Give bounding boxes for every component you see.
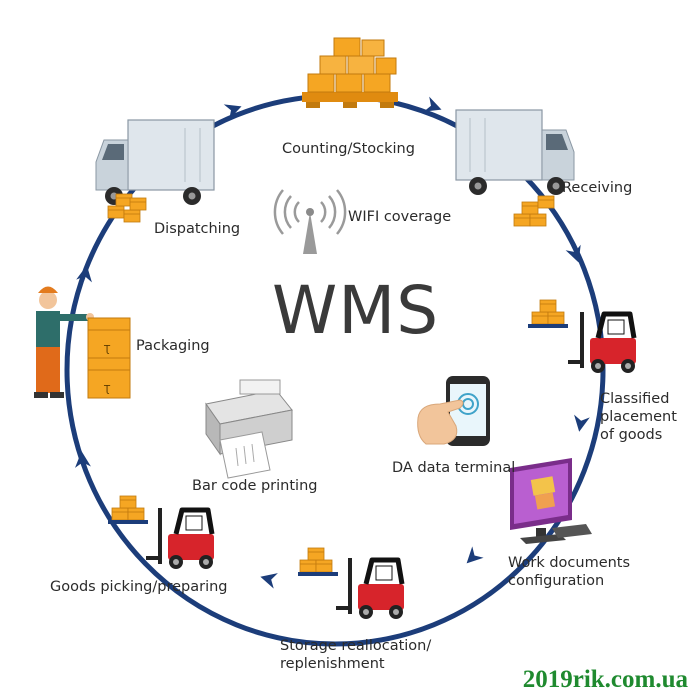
boxes-pallet-icon [302,37,398,108]
boxes-icon [528,299,568,328]
watermark: 2019rik.com.ua [522,666,688,693]
svg-text:Ʈ: Ʈ [103,384,111,395]
boxes-icon [108,495,148,524]
arrow-icon [460,546,484,570]
arrow-icon [258,569,278,589]
diagram-title: WMS [272,272,440,349]
label-work-documents: Work documents configuration [508,555,631,589]
boxes-icon [513,195,555,227]
receiving-truck-icon [455,109,575,195]
forklift-icon [568,312,636,373]
dispatching-truck-icon [95,119,215,205]
printer-icon [205,379,293,479]
arrow-icon [571,414,590,434]
forklift-icon [336,558,404,619]
boxes-icon [298,547,338,576]
svg-text:Ʈ: Ʈ [103,344,111,355]
label-dispatching: Dispatching [154,221,241,237]
label-wifi-coverage: WIFI coverage [348,209,452,225]
label-bar-code-printing: Bar code printing [192,478,318,494]
label-data-terminal: DA data terminal [392,460,516,476]
forklift-icon [146,508,214,569]
monitor-icon [510,458,592,544]
label-storage-reallocation: Storage reallocation/ replenishment [280,638,432,672]
label-receiving: Receiving [562,180,633,196]
label-goods-picking: Goods picking/preparing [50,579,228,595]
worker-icon [34,286,94,398]
label-classified-placement: Classified placement of goods [600,391,677,443]
terminal-phone-icon [417,376,490,446]
label-counting-stocking: Counting/Stocking [282,141,415,157]
wifi-icon [273,189,347,254]
label-packaging: Packaging [136,338,210,354]
boxes-icon: Ʈ Ʈ [87,317,131,399]
